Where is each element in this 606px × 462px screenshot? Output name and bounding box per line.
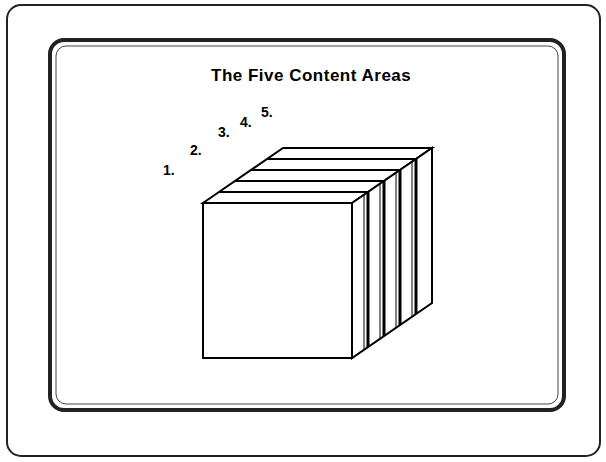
inner-frame-line [56,46,558,404]
callout-number: 3. [218,124,230,140]
slice-lines [219,159,416,350]
slice-side-edge [383,181,386,336]
slice-side-edge [380,184,381,339]
slice-top-edge [251,169,400,171]
callout-number: 4. [240,114,252,130]
slice-top-edge [219,191,368,193]
slice-side-edge [396,173,397,328]
inner-frame [50,40,564,410]
slide-title: The Five Content Areas [211,66,411,86]
callout-number: 2. [190,142,202,158]
slice-side-edge [412,162,413,317]
slice-top-edge [267,158,416,160]
slice-side-edge [415,159,418,314]
slice-side-edge [364,195,365,350]
callout-number: 1. [163,162,175,178]
outer-frame [7,5,600,456]
slice-side-edge [399,170,402,325]
box-side [352,148,432,358]
callout-number: 5. [261,104,273,120]
box-front [203,203,352,358]
slice-side-edge [367,192,370,347]
slice-top-edge [235,180,384,182]
sliced-box [203,148,432,358]
